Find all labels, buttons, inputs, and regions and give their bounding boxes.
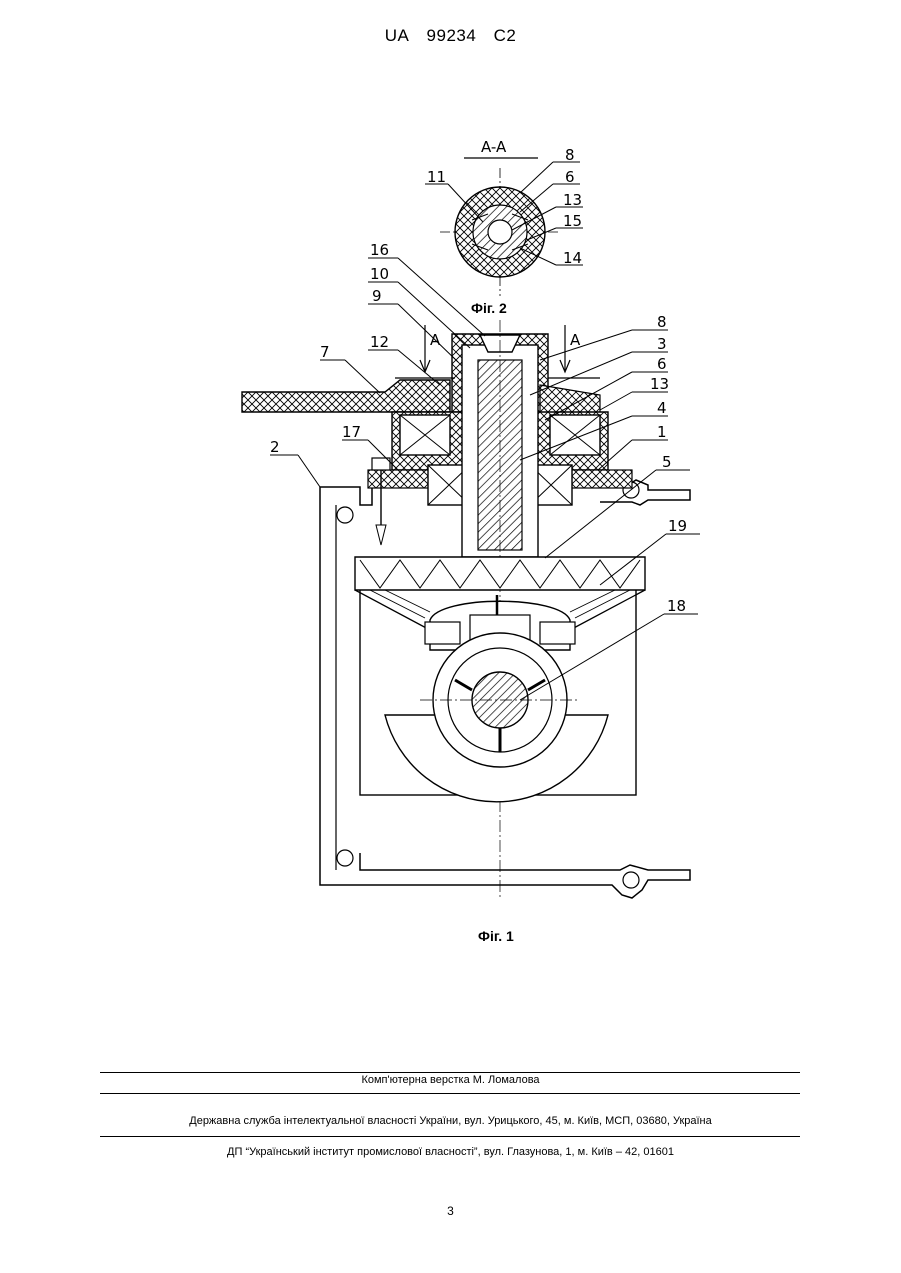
fig1-label-9: 9 [372,287,382,305]
fig1-label-19: 19 [668,517,687,535]
agency-address: Державна служба інтелектуальної власност… [0,1115,901,1127]
footer-divider [100,1093,800,1094]
fig2-label-13: 13 [563,191,582,209]
fig1-label-10: 10 [370,265,389,283]
fig1-label-16: 16 [370,241,389,259]
footer-divider [100,1136,800,1137]
fig2-label-11: 11 [427,168,446,186]
fig1-label-2: 2 [270,438,280,456]
fig2-label-8: 8 [565,146,575,164]
fig1-label-17: 17 [342,423,361,441]
layout-credit: Комп'ютерна верстка М. Ломалова [0,1074,901,1086]
fig2-drawing: A-A 8 6 11 13 15 14 [425,138,583,296]
footer-divider [100,1072,800,1073]
fig1-label-1: 1 [657,423,667,441]
fig1-caption: Фіг. 1 [478,928,514,944]
fig2-caption: Фіг. 2 [471,300,507,316]
fig1-label-5: 5 [662,453,672,471]
fig2-label-14: 14 [563,249,582,267]
fig2-label-6: 6 [565,168,575,186]
fig1-drawing: A A 16 10 9 8 12 3 [242,241,700,900]
fig1-label-4: 4 [657,399,667,417]
fig1-label-6: 6 [657,355,667,373]
fig2-section-label: A-A [481,138,507,156]
institute-address: ДП “Український інститут промислової вла… [0,1146,901,1158]
fig1-label-7: 7 [320,343,330,361]
fig2-label-15: 15 [563,212,582,230]
fig1-label-3: 3 [657,335,667,353]
fig1-label-18: 18 [667,597,686,615]
fig1-label-12: 12 [370,333,389,351]
fig1-label-13: 13 [650,375,669,393]
page-number: 3 [0,1204,901,1218]
fig1-label-8: 8 [657,313,667,331]
fig1-section-mark-right: A [570,331,581,349]
